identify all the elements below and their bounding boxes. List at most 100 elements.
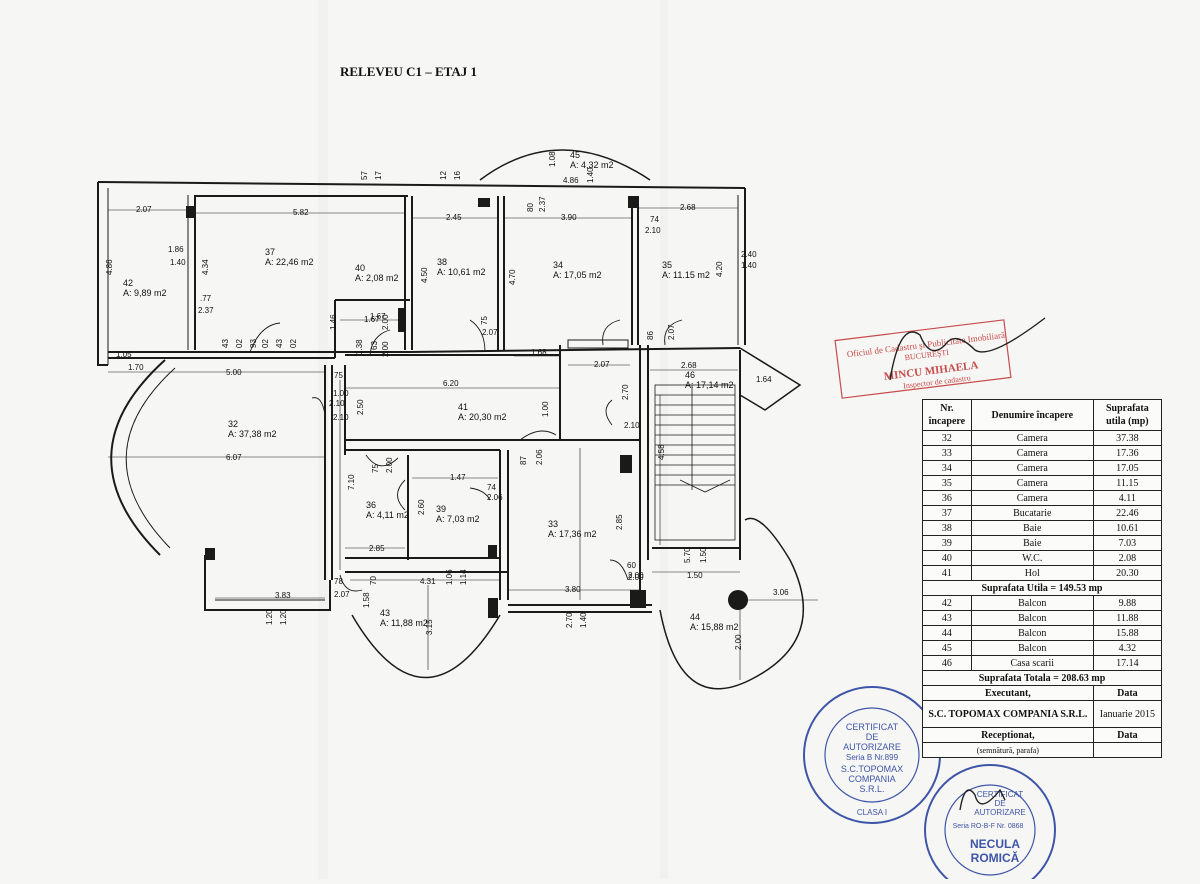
svg-text:1.40: 1.40 xyxy=(170,258,186,267)
svg-text:02: 02 xyxy=(289,339,298,348)
svg-text:2.85: 2.85 xyxy=(615,514,624,530)
svg-text:87: 87 xyxy=(519,456,528,465)
svg-text:2.00: 2.00 xyxy=(381,314,390,330)
svg-text:A: 9,89 m2: A: 9,89 m2 xyxy=(123,288,167,298)
svg-text:75: 75 xyxy=(334,371,343,380)
svg-text:1.38: 1.38 xyxy=(355,339,364,355)
svg-text:4.50: 4.50 xyxy=(420,267,429,283)
room-label: 35A: 11.15 m2 xyxy=(662,260,710,280)
svg-text:74: 74 xyxy=(650,215,659,224)
svg-text:5.00: 5.00 xyxy=(226,368,242,377)
room-label: 39A: 7,03 m2 xyxy=(436,504,480,524)
svg-text:45: 45 xyxy=(570,150,580,160)
room-label: 40A: 2,08 m2 xyxy=(355,263,399,283)
svg-text:1.50: 1.50 xyxy=(699,547,708,563)
svg-text:A: 2,08 m2: A: 2,08 m2 xyxy=(355,273,399,283)
svg-text:2.70: 2.70 xyxy=(621,384,630,400)
room-label: 38A: 10,61 m2 xyxy=(437,257,486,277)
room-label: 32A: 37,38 m2 xyxy=(228,419,277,439)
room-area-table: Nr. încapere Denumire încapere Suprafata… xyxy=(922,399,1163,758)
svg-text:1.14: 1.14 xyxy=(459,569,468,585)
svg-text:17: 17 xyxy=(374,171,383,180)
svg-text:2.37: 2.37 xyxy=(198,306,214,315)
room-label: 37A: 22,46 m2 xyxy=(265,247,314,267)
doors xyxy=(249,319,683,592)
svg-text:3.83: 3.83 xyxy=(275,591,291,600)
svg-text:A: 4,32 m2: A: 4,32 m2 xyxy=(570,160,614,170)
svg-text:41: 41 xyxy=(458,402,468,412)
svg-text:1.50: 1.50 xyxy=(687,571,703,580)
svg-text:75: 75 xyxy=(480,316,489,325)
svg-text:NECULA: NECULA xyxy=(970,837,1020,851)
room-label: 45A: 4,32 m2 xyxy=(570,150,614,170)
svg-text:A: 17,05 m2: A: 17,05 m2 xyxy=(553,270,602,280)
svg-text:43: 43 xyxy=(380,608,390,618)
svg-text:CERTIFICAT: CERTIFICAT xyxy=(977,790,1023,799)
svg-text:A: 20,30 m2: A: 20,30 m2 xyxy=(458,412,507,422)
svg-text:ROMICĂ: ROMICĂ xyxy=(971,850,1020,865)
svg-text:2.07: 2.07 xyxy=(594,360,610,369)
svg-text:12: 12 xyxy=(439,171,448,180)
svg-text:1.20: 1.20 xyxy=(265,609,274,625)
svg-text:75: 75 xyxy=(371,464,380,473)
svg-text:86: 86 xyxy=(646,331,655,340)
svg-text:.77: .77 xyxy=(200,294,212,303)
svg-text:1.67: 1.67 xyxy=(370,312,386,321)
company-name: S.C. TOPOMAX COMPANIA S.R.L. xyxy=(922,700,1094,728)
receptionat-label: Receptionat, xyxy=(922,727,1094,743)
svg-text:36: 36 xyxy=(366,500,376,510)
svg-text:1.08: 1.08 xyxy=(548,151,557,167)
svg-text:S.C.TOPOMAX: S.C.TOPOMAX xyxy=(841,764,903,774)
svg-text:6.07: 6.07 xyxy=(226,453,242,462)
svg-text:3.90: 3.90 xyxy=(561,213,577,222)
svg-text:60: 60 xyxy=(627,561,636,570)
svg-text:1.47: 1.47 xyxy=(450,473,466,482)
svg-text:35: 35 xyxy=(662,260,672,270)
staircase xyxy=(654,384,736,541)
svg-text:57: 57 xyxy=(360,171,369,180)
svg-text:70: 70 xyxy=(369,576,378,585)
svg-text:7.10: 7.10 xyxy=(347,474,356,490)
svg-text:38: 38 xyxy=(437,257,447,267)
svg-text:1.40: 1.40 xyxy=(586,167,595,183)
svg-text:02: 02 xyxy=(235,339,244,348)
svg-text:1.00: 1.00 xyxy=(541,401,550,417)
svg-text:4.86: 4.86 xyxy=(105,259,114,275)
svg-text:A: 11,88 m2: A: 11,88 m2 xyxy=(380,618,428,628)
svg-text:A: 7,03 m2: A: 7,03 m2 xyxy=(436,514,480,524)
svg-text:42: 42 xyxy=(123,278,133,288)
header-nr: Nr. încapere xyxy=(922,399,972,431)
company-stamp: CERTIFICAT DE AUTORIZARE Seria B Nr.899 … xyxy=(803,686,941,824)
svg-text:2.06: 2.06 xyxy=(487,493,503,502)
svg-text:32: 32 xyxy=(228,419,238,429)
svg-text:2.37: 2.37 xyxy=(538,196,547,212)
svg-text:A: 10,61 m2: A: 10,61 m2 xyxy=(437,267,486,277)
svg-text:2.10: 2.10 xyxy=(333,413,349,422)
svg-text:2.85: 2.85 xyxy=(369,544,385,553)
svg-text:Seria B Nr.899: Seria B Nr.899 xyxy=(846,753,899,762)
svg-text:02: 02 xyxy=(261,339,270,348)
svg-text:4.58: 4.58 xyxy=(657,444,666,460)
svg-text:1.58: 1.58 xyxy=(362,592,371,608)
svg-text:2.07: 2.07 xyxy=(136,205,152,214)
walls xyxy=(97,149,805,690)
room-label: 42A: 9,89 m2 xyxy=(123,278,167,298)
svg-text:1.86: 1.86 xyxy=(168,245,184,254)
svg-text:3.80: 3.80 xyxy=(565,585,581,594)
svg-text:93: 93 xyxy=(249,339,258,348)
svg-text:A: 17,14 m2: A: 17,14 m2 xyxy=(685,380,734,390)
svg-text:A: 4,11 m2: A: 4,11 m2 xyxy=(366,510,409,520)
svg-text:4.20: 4.20 xyxy=(715,261,724,277)
svg-text:74: 74 xyxy=(487,483,496,492)
receiver-signature xyxy=(959,788,1006,811)
svg-text:2.07: 2.07 xyxy=(667,324,676,340)
